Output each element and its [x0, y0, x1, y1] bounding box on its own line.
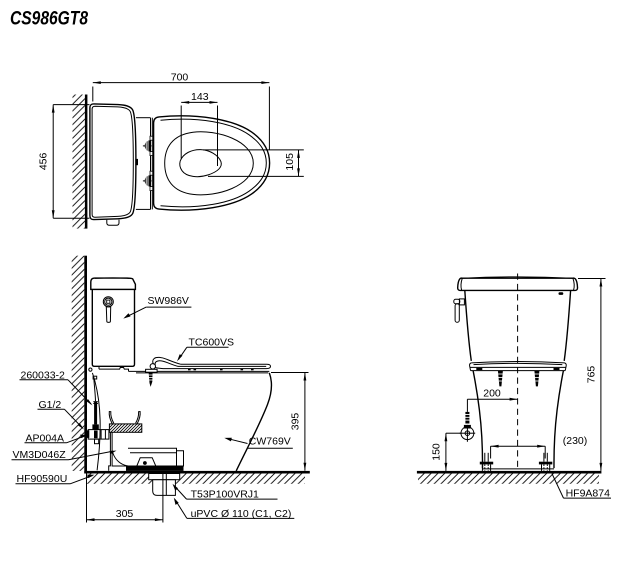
- svg-text:(230): (230): [563, 435, 588, 447]
- svg-text:AP004A: AP004A: [26, 432, 65, 444]
- svg-text:200: 200: [483, 388, 501, 400]
- svg-text:G1/2: G1/2: [39, 399, 62, 411]
- svg-text:765: 765: [585, 366, 597, 384]
- svg-text:SW986V: SW986V: [148, 295, 189, 307]
- svg-text:HF90590U: HF90590U: [17, 473, 68, 485]
- svg-text:143: 143: [191, 91, 209, 103]
- svg-text:TC600VS: TC600VS: [189, 336, 235, 348]
- svg-text:305: 305: [116, 508, 134, 520]
- svg-text:150: 150: [430, 443, 442, 461]
- svg-text:CW769V: CW769V: [249, 436, 291, 448]
- svg-text:HF9A874: HF9A874: [566, 488, 611, 500]
- svg-text:700: 700: [171, 71, 189, 83]
- svg-text:uPVC Ø 110 (C1, C2): uPVC Ø 110 (C1, C2): [191, 508, 292, 520]
- svg-text:VM3D046Z: VM3D046Z: [13, 449, 67, 461]
- svg-text:395: 395: [289, 413, 301, 431]
- svg-text:456: 456: [38, 152, 50, 170]
- svg-text:CS986GT8: CS986GT8: [10, 9, 88, 30]
- svg-text:T53P100VRJ1: T53P100VRJ1: [191, 489, 259, 501]
- svg-text:105: 105: [284, 153, 296, 171]
- svg-text:260033-2: 260033-2: [21, 369, 66, 381]
